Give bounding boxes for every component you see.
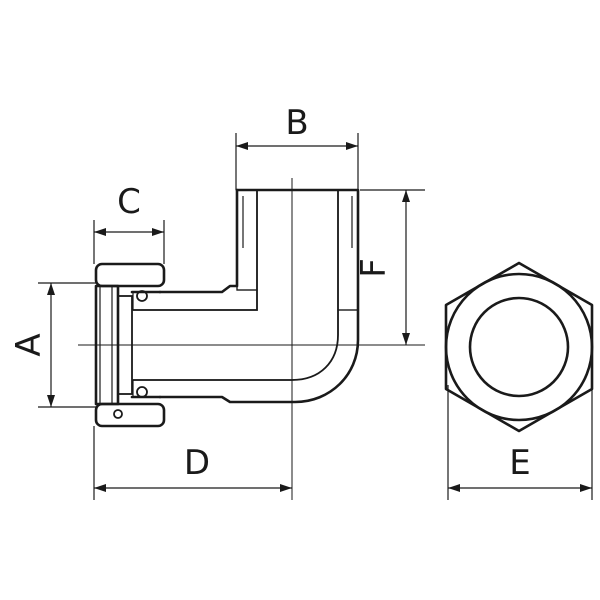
bore-upper xyxy=(133,190,258,311)
dim-f-label: F xyxy=(354,258,394,278)
nut-hole xyxy=(113,409,123,419)
dim-e-label: E xyxy=(509,443,530,483)
nut-top-section xyxy=(94,262,166,288)
hex-outline xyxy=(444,261,594,433)
dim-b-label: B xyxy=(285,103,308,143)
bore-lower xyxy=(133,190,339,381)
dim-a-label: A xyxy=(9,333,49,356)
side-view xyxy=(78,178,425,500)
nut-bottom-section xyxy=(94,402,166,428)
body-outline-upper xyxy=(158,188,239,294)
body-wall-top xyxy=(132,285,258,311)
end-view xyxy=(444,261,594,433)
body-wall-bottom xyxy=(132,309,359,403)
socket-wall-left xyxy=(236,189,258,291)
bore-circle xyxy=(468,296,570,398)
hex-inner-circle xyxy=(444,272,594,422)
dim-d-label: D xyxy=(184,443,210,483)
o-ring-bottom xyxy=(136,386,148,398)
socket-wall-right xyxy=(337,189,359,311)
body-outline-outer xyxy=(158,188,360,404)
dimensions: B C A F D E xyxy=(9,103,593,500)
dim-c-label: C xyxy=(117,182,141,222)
